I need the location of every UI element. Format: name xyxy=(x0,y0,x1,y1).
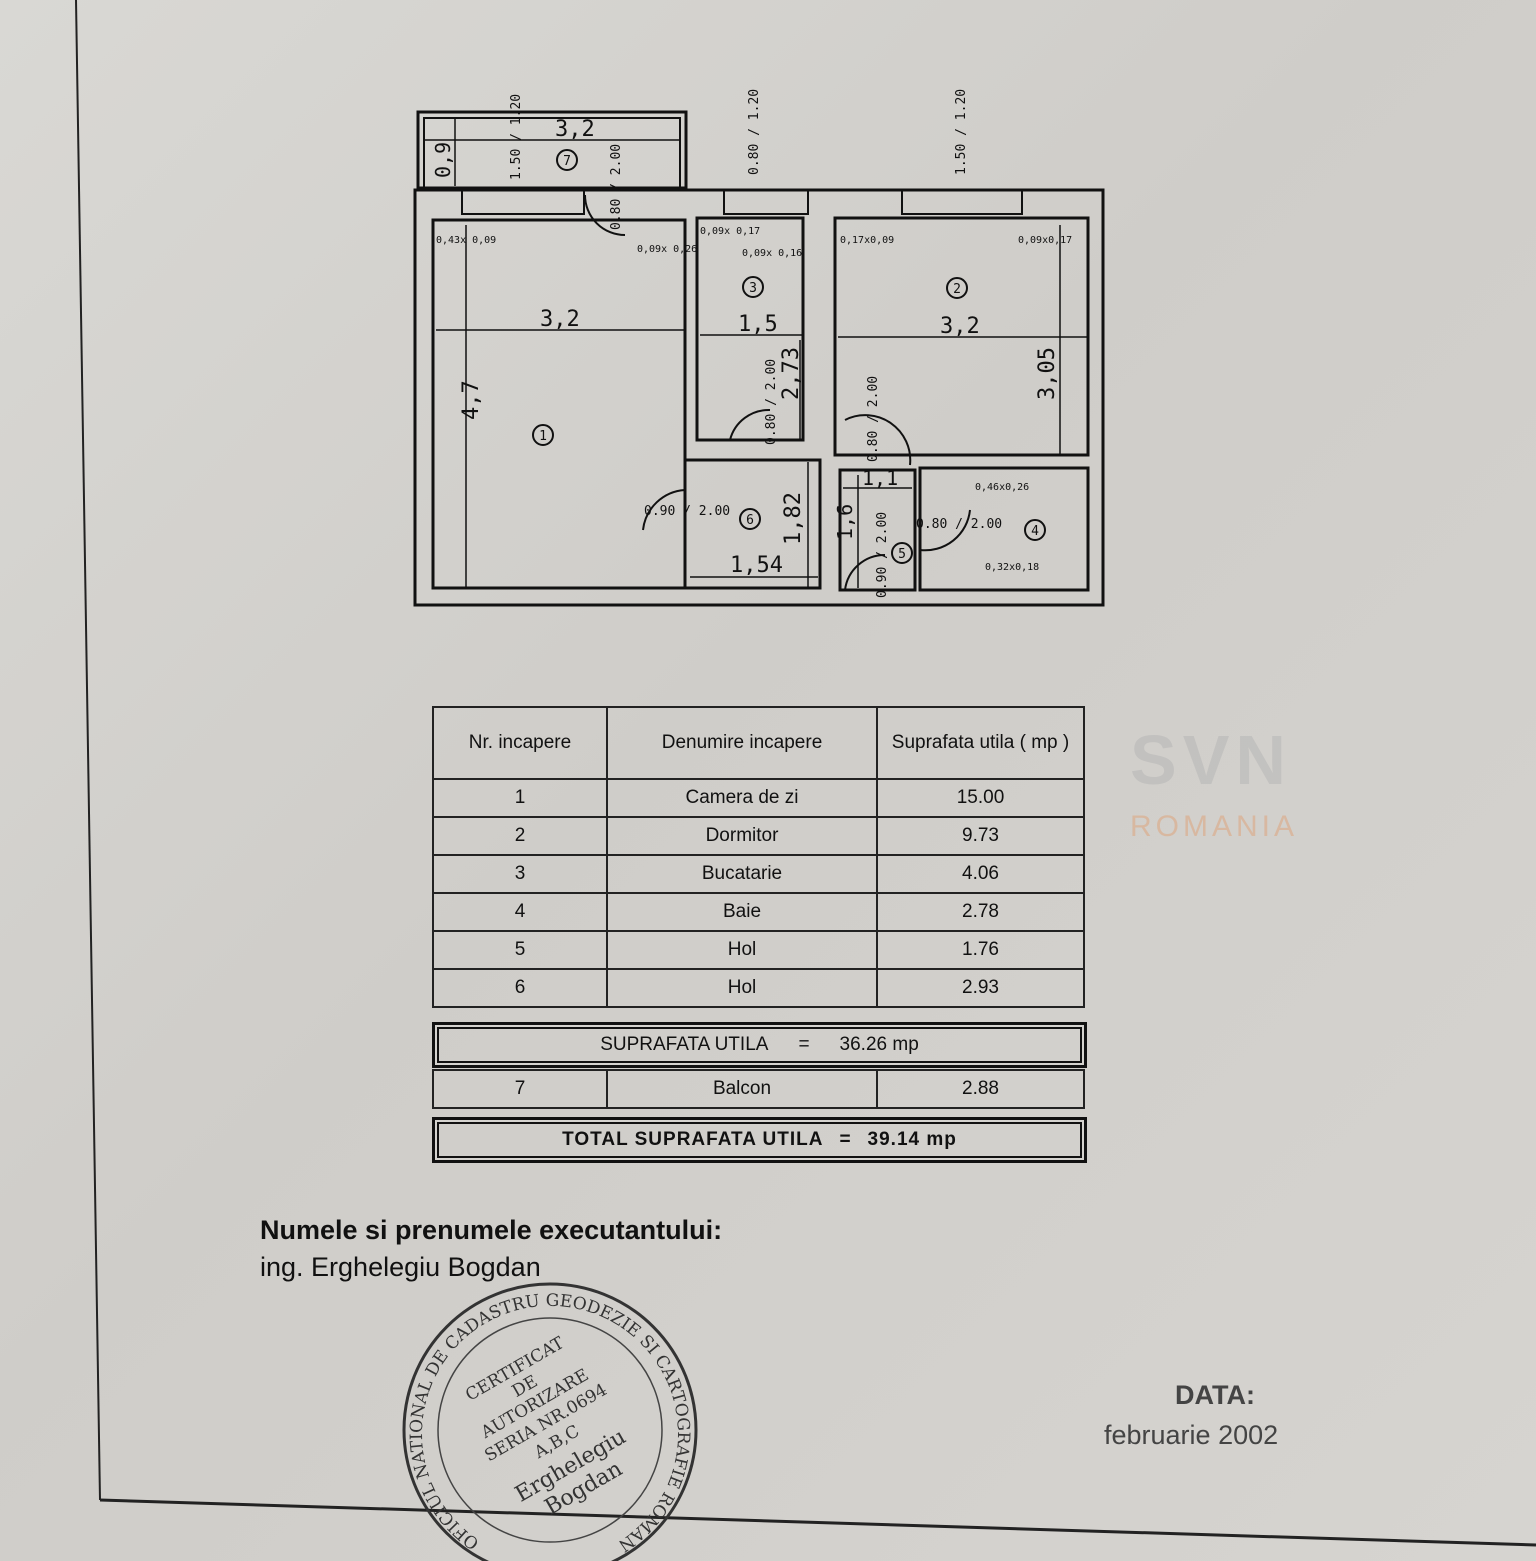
pillar-note: 0,09x0,17 xyxy=(1018,235,1072,246)
table-header: Nr. incapere Denumire incapere Suprafata… xyxy=(432,706,1085,780)
balcony-window: 1.50 / 1.20 xyxy=(509,94,524,180)
dim-room3-width: 1,5 xyxy=(738,312,778,337)
total-eq: = xyxy=(839,1129,852,1150)
cell-area: 1.76 xyxy=(876,930,1085,970)
room-number-3: 3 xyxy=(749,281,757,296)
cell-area: 4.06 xyxy=(876,854,1085,894)
dim-room3-height: 2,73 xyxy=(779,347,804,400)
executant-name: ing. Erghelegiu Bogdan xyxy=(260,1252,541,1282)
door-balcony: 0.80 / 2.00 xyxy=(609,144,624,230)
room-number-4: 4 xyxy=(1031,524,1039,539)
cell-nr: 2 xyxy=(432,816,608,856)
cell-area: 2.88 xyxy=(876,1069,1085,1109)
room-number-2: 2 xyxy=(953,282,961,297)
walls xyxy=(413,110,1105,607)
dim-hall6-width: 1,54 xyxy=(730,553,783,578)
cell-area: 2.78 xyxy=(876,892,1085,932)
cell-area: 2.93 xyxy=(876,968,1085,1008)
table-row: 7 Balcon 2.88 xyxy=(432,1069,1085,1109)
total-label: TOTAL SUPRAFATA UTILA xyxy=(562,1129,824,1150)
header-area: Suprafata utila ( mp ) xyxy=(876,706,1085,780)
frame-bottom-line xyxy=(99,1498,1536,1547)
dim-hall5-width: 1,1 xyxy=(862,466,898,490)
pillar-note: 0,09x 0,16 xyxy=(742,248,802,259)
dim-balcony-width: 3,2 xyxy=(555,117,595,142)
pillar-note: 0,32x0,18 xyxy=(985,562,1039,573)
door-bath: 0.80 / 2.00 xyxy=(916,517,1002,532)
dim-hall6-height: 1,82 xyxy=(781,492,806,545)
cell-name: Hol xyxy=(606,930,878,970)
dimension-lines xyxy=(425,118,1087,588)
pillar-note: 0,09x 0,17 xyxy=(700,226,760,237)
cell-nr: 4 xyxy=(432,892,608,932)
cell-name: Camera de zi xyxy=(606,778,878,818)
room-number-circles xyxy=(532,149,1046,564)
subtotal-box: SUPRAFATA UTILA = 36.26 mp xyxy=(432,1022,1087,1068)
cell-nr: 7 xyxy=(432,1069,608,1109)
cell-name: Hol xyxy=(606,968,878,1008)
subtotal-label: SUPRAFATA UTILA xyxy=(600,1034,769,1055)
dim-balcony-depth: 0,9 xyxy=(431,142,455,178)
dim-room1-height: 4,7 xyxy=(459,380,484,420)
watermark-logo: SVN xyxy=(1130,721,1292,799)
door-room1: 0.90 / 2.00 xyxy=(644,504,730,519)
total-value: 39.14 mp xyxy=(867,1129,957,1150)
dim-hall5-height: 1,6 xyxy=(833,504,857,540)
total-box: TOTAL SUPRAFATA UTILA = 39.14 mp xyxy=(432,1117,1087,1163)
watermark-sub: ROMANIA xyxy=(1130,810,1299,843)
door-entry: 0.90 / 2.00 xyxy=(875,512,890,598)
cell-nr: 5 xyxy=(432,930,608,970)
cell-name: Bucatarie xyxy=(606,854,878,894)
cell-name: Balcon xyxy=(606,1069,878,1109)
header-nr: Nr. incapere xyxy=(432,706,608,780)
date-label: DATA: xyxy=(1175,1380,1255,1410)
subtotal-eq: = xyxy=(798,1034,810,1055)
pillar-note: 0,17x0,09 xyxy=(840,235,894,246)
door-room2: 0.80 / 2.00 xyxy=(866,376,881,462)
cell-nr: 6 xyxy=(432,968,608,1008)
cell-name: Baie xyxy=(606,892,878,932)
subtotal-value: 36.26 mp xyxy=(839,1034,919,1055)
executant-label: Numele si prenumele executantului: xyxy=(260,1215,723,1245)
frame-left-line xyxy=(75,0,101,1501)
pillar-note: 0,43x 0,09 xyxy=(436,235,496,246)
pillar-note: 0,46x0,26 xyxy=(975,482,1029,493)
cell-area: 9.73 xyxy=(876,816,1085,856)
dim-room2-width: 3,2 xyxy=(940,314,980,339)
door-room3: 0.80 / 2.00 xyxy=(764,359,779,445)
room-number-6: 6 xyxy=(746,513,754,528)
dim-room2-height: 3,05 xyxy=(1035,347,1060,400)
svg-text:OFICIUL NATIONAL DE CADASTRU G: OFICIUL NATIONAL DE CADASTRU GEODEZIE SI… xyxy=(0,0,693,1555)
cell-nr: 3 xyxy=(432,854,608,894)
cell-area: 15.00 xyxy=(876,778,1085,818)
room-number-7: 7 xyxy=(563,154,571,169)
room-number-5: 5 xyxy=(898,547,906,562)
room-number-1: 1 xyxy=(539,429,547,444)
room2-window: 1.50 / 1.20 xyxy=(954,89,969,175)
cell-nr: 1 xyxy=(432,778,608,818)
dim-room1-width: 3,2 xyxy=(540,307,580,332)
balcony-table: 7 Balcon 2.88 xyxy=(432,1069,1085,1109)
pillar-note: 0,09x 0,26 xyxy=(637,244,697,255)
cell-name: Dormitor xyxy=(606,816,878,856)
room3-window: 0.80 / 1.20 xyxy=(747,89,762,175)
area-table: Nr. incapere Denumire incapere Suprafata… xyxy=(432,706,1085,1008)
header-name: Denumire incapere xyxy=(606,706,878,780)
date-value: februarie 2002 xyxy=(1104,1420,1279,1450)
stamp-ring-text: OFICIUL NATIONAL DE CADASTRU GEODEZIE SI… xyxy=(0,0,693,1555)
